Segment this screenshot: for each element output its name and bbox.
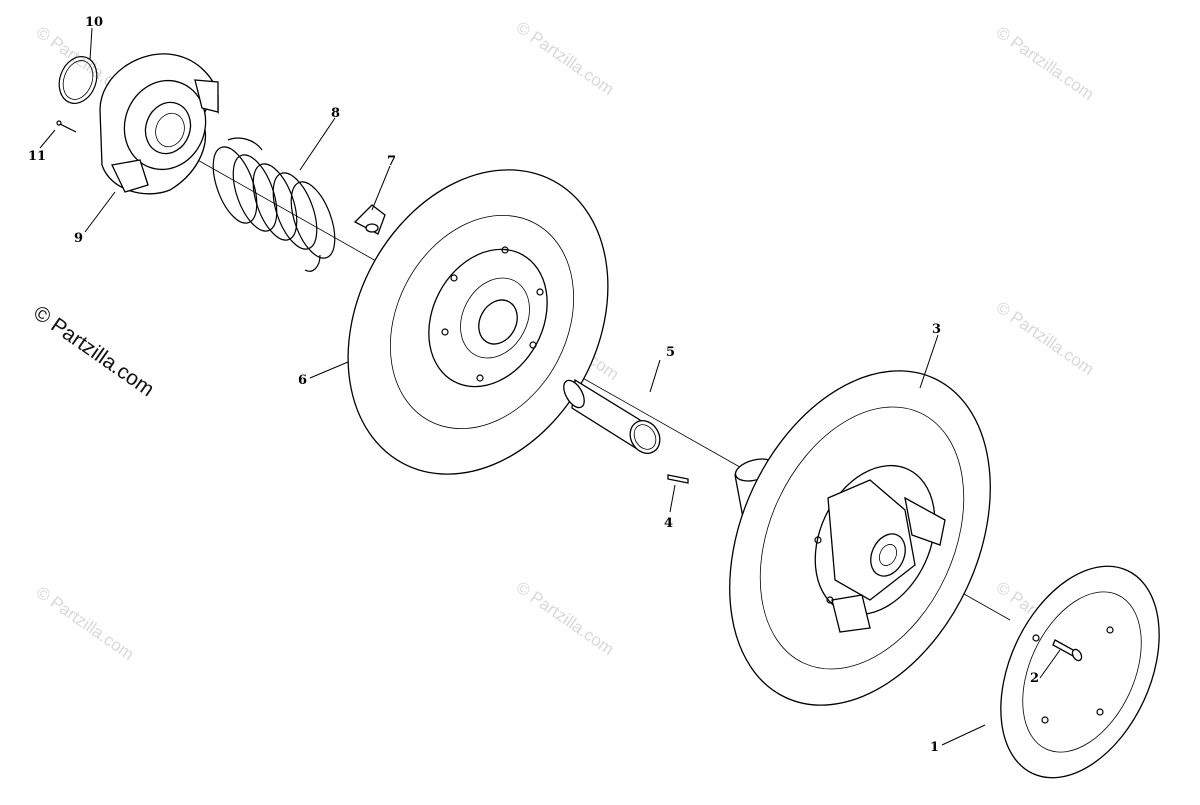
watermark-faint: © Partzilla.com bbox=[513, 578, 618, 659]
watermark-main: © Partzilla.com bbox=[29, 301, 158, 401]
leader-lines bbox=[39, 27, 1061, 746]
bolt-part-2 bbox=[1052, 639, 1083, 662]
callout-10: 10 bbox=[85, 15, 103, 30]
callout-5: 5 bbox=[666, 345, 675, 360]
cover-plate-part-1 bbox=[1000, 565, 1160, 779]
callout-9: 9 bbox=[74, 231, 83, 246]
bushing-part-5 bbox=[563, 378, 661, 454]
snap-ring-part-10 bbox=[58, 56, 98, 104]
callout-labels: 10 11 9 8 7 6 5 4 3 2 1 bbox=[28, 15, 1039, 755]
watermark-faint: © Partzilla.com bbox=[993, 23, 1098, 104]
watermark-faint: © Partzilla.com bbox=[513, 18, 618, 99]
slider-part-7 bbox=[353, 204, 386, 235]
movable-sheave-part-6 bbox=[347, 169, 609, 475]
fixed-sheave-part-3 bbox=[729, 370, 991, 706]
callout-6: 6 bbox=[298, 373, 307, 388]
watermark-faint: © Partzilla.com bbox=[993, 298, 1098, 379]
pin-part-11 bbox=[56, 120, 77, 133]
callout-2: 2 bbox=[1030, 671, 1039, 686]
cam-part-9 bbox=[99, 53, 219, 195]
callout-7: 7 bbox=[387, 154, 396, 169]
spring-part-8 bbox=[212, 137, 336, 272]
callout-3: 3 bbox=[932, 322, 941, 337]
callout-8: 8 bbox=[331, 106, 340, 121]
callout-11: 11 bbox=[28, 149, 46, 164]
callout-4: 4 bbox=[664, 516, 673, 531]
watermark-faint: © Partzilla.com bbox=[33, 583, 138, 664]
key-part-4 bbox=[667, 474, 689, 484]
callout-1: 1 bbox=[930, 740, 939, 755]
